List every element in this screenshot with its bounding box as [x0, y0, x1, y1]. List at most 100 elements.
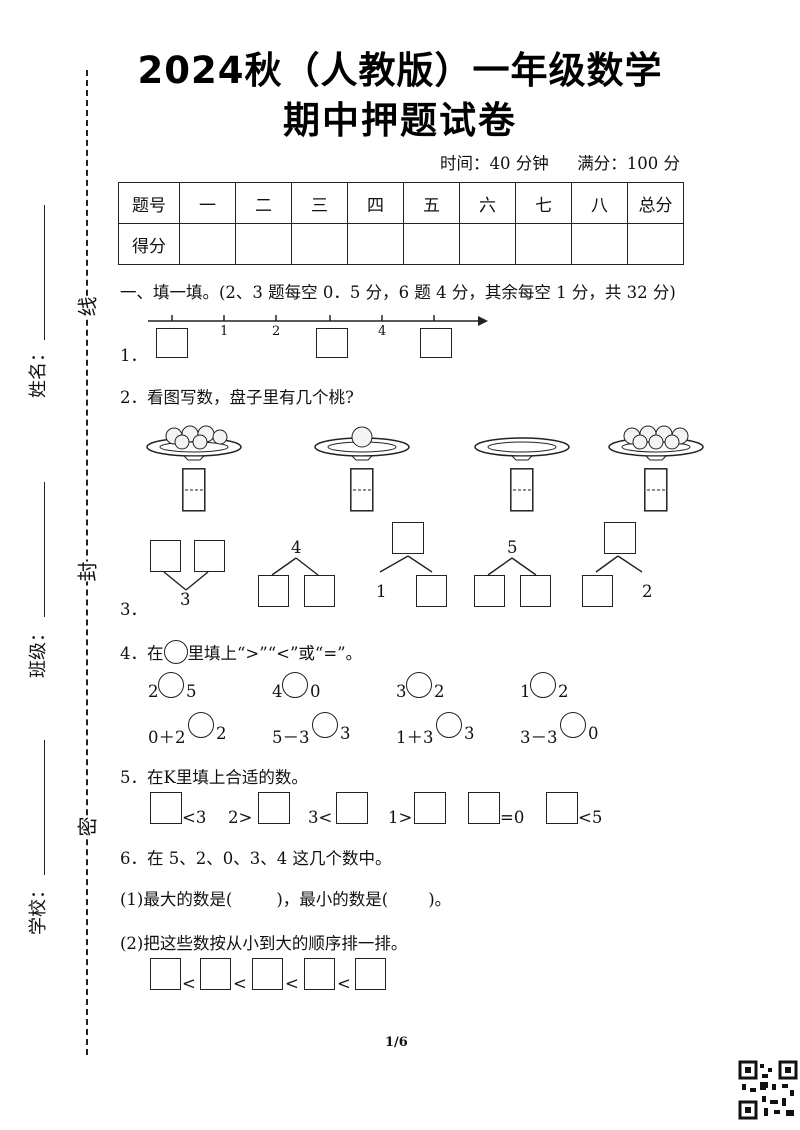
compare-right: 2: [216, 724, 227, 743]
score-cell: 七: [515, 182, 572, 224]
answer-box[interactable]: [416, 575, 447, 607]
compare-left: 3: [396, 682, 407, 701]
class-field[interactable]: [44, 482, 45, 617]
compare-circle[interactable]: [436, 712, 462, 738]
compare-right: 5: [186, 682, 197, 701]
score-cell: 总分: [627, 182, 684, 224]
less-than: <: [233, 974, 247, 993]
compare-right: 3: [340, 724, 351, 743]
school-field[interactable]: [44, 740, 45, 875]
score-input-cell[interactable]: [347, 223, 404, 265]
score-input-cell[interactable]: [235, 223, 292, 265]
score-cell: 二: [235, 182, 292, 224]
compare-right: 0: [310, 682, 321, 701]
compare-left: 1＋3: [396, 728, 434, 747]
score-input-cell[interactable]: [403, 223, 460, 265]
exam-meta: 时间：40 分钟 满分：100 分: [440, 150, 680, 174]
score-input-cell[interactable]: [627, 223, 684, 265]
answer-box[interactable]: [520, 575, 551, 607]
school-label: 学校：: [28, 881, 49, 935]
answer-box[interactable]: [355, 958, 386, 990]
compare-left: 0＋2: [148, 728, 186, 747]
score-cell: 六: [459, 182, 516, 224]
score-cell: 三: [291, 182, 348, 224]
write-box[interactable]: [350, 468, 374, 512]
score-input-cell[interactable]: [179, 223, 236, 265]
answer-box[interactable]: [474, 575, 505, 607]
answer-box[interactable]: [468, 792, 500, 824]
page-number: 1/6: [385, 1035, 408, 1050]
answer-box[interactable]: [150, 792, 182, 824]
plate-empty-icon: [474, 437, 570, 461]
score-input-cell[interactable]: [515, 223, 572, 265]
answer-box[interactable]: [258, 575, 289, 607]
answer-box[interactable]: [336, 792, 368, 824]
tick-label: 1: [220, 324, 229, 339]
plate-peaches-icon: [146, 425, 242, 461]
answer-box[interactable]: [194, 540, 225, 572]
name-field[interactable]: [44, 205, 45, 340]
plate-peach-icon: [314, 426, 410, 461]
bond-number: 3: [180, 590, 191, 609]
answer-box[interactable]: [604, 522, 636, 554]
compare-left: 2: [148, 682, 159, 701]
answer-box[interactable]: [304, 575, 335, 607]
q4-suffix: 里填上“>”“<”或“=”。: [187, 644, 363, 663]
score-table-header-row: 题号 一 二 三 四 五 六 七 八 总分: [118, 182, 684, 224]
compare-circle[interactable]: [530, 672, 556, 698]
answer-box[interactable]: [156, 328, 188, 358]
q5-part: 2>: [228, 808, 253, 827]
q5-part: 3<: [308, 808, 333, 827]
compare-circle[interactable]: [406, 672, 432, 698]
score-input-cell[interactable]: [571, 223, 628, 265]
class-label: 班级：: [28, 624, 49, 678]
score-table-score-row: 得分: [118, 223, 684, 265]
compare-right: 3: [464, 724, 475, 743]
q5-part: <3: [182, 808, 207, 827]
answer-box[interactable]: [150, 540, 181, 572]
compare-circle[interactable]: [312, 712, 338, 738]
q4-prefix: 4．在: [120, 644, 164, 663]
compare-circle[interactable]: [282, 672, 308, 698]
answer-box[interactable]: [392, 522, 424, 554]
answer-box[interactable]: [252, 958, 283, 990]
answer-box[interactable]: [304, 958, 335, 990]
q3-number: 3．: [120, 600, 147, 619]
q5-part: <5: [578, 808, 603, 827]
tick-label: 2: [272, 324, 281, 339]
seal-char-secret: 密: [69, 816, 103, 837]
time-label: 时间：40 分钟: [440, 154, 549, 173]
answer-box[interactable]: [546, 792, 578, 824]
score-table: 题号 一 二 三 四 五 六 七 八 总分 得分: [118, 182, 684, 265]
compare-right: 2: [558, 682, 569, 701]
title-line-2: 期中押题试卷: [283, 99, 517, 142]
qr-code-icon: [738, 1060, 798, 1120]
compare-circle[interactable]: [560, 712, 586, 738]
score-cell: 五: [403, 182, 460, 224]
answer-box[interactable]: [316, 328, 348, 358]
answer-box[interactable]: [200, 958, 231, 990]
less-than: <: [182, 974, 196, 993]
plate-peaches-icon: [608, 425, 704, 461]
answer-box[interactable]: [414, 792, 446, 824]
answer-box[interactable]: [150, 958, 181, 990]
answer-box[interactable]: [582, 575, 613, 607]
answer-box[interactable]: [258, 792, 290, 824]
compare-left: 1: [520, 682, 531, 701]
answer-box[interactable]: [420, 328, 452, 358]
compare-left: 5－3: [272, 728, 310, 747]
write-box[interactable]: [510, 468, 534, 512]
section-1-heading: 一、填一填。(2、3 题每空 0．5 分，6 题 4 分，其余每空 1 分，共 …: [120, 283, 676, 302]
compare-circle[interactable]: [158, 672, 184, 698]
write-box[interactable]: [182, 468, 206, 512]
score-input-cell[interactable]: [459, 223, 516, 265]
score-input-cell[interactable]: [291, 223, 348, 265]
compare-circle[interactable]: [188, 712, 214, 738]
compare-right: 2: [434, 682, 445, 701]
bond-number: 2: [642, 582, 653, 601]
score-cell: 四: [347, 182, 404, 224]
write-box[interactable]: [644, 468, 668, 512]
q6-text: 6．在 5、2、0、3、4 这几个数中。: [120, 849, 392, 868]
title-line-1: 2024秋（人教版）一年级数学: [137, 49, 663, 92]
bond-number: 4: [291, 538, 302, 557]
